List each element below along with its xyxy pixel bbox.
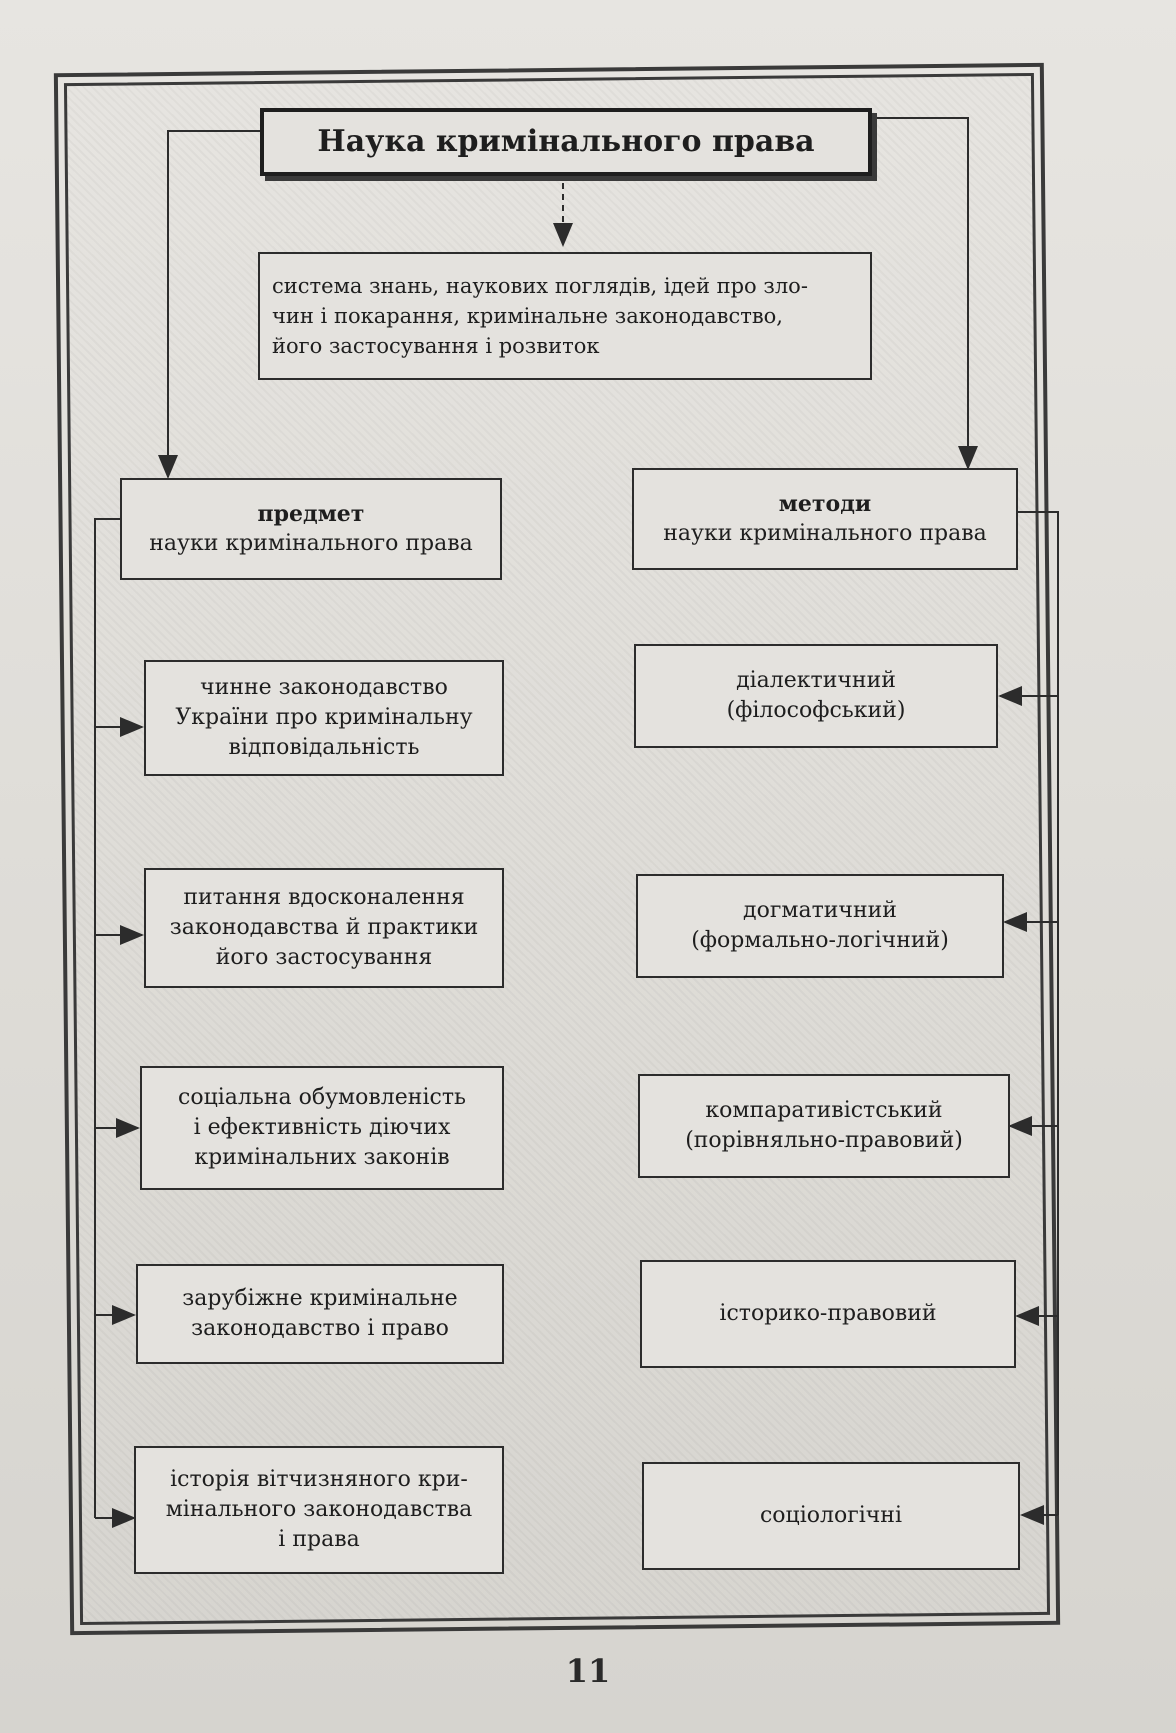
methods-heading-box: методи науки кримінального права: [632, 468, 1018, 570]
subject-item-line: історія вітчизняного кри-: [170, 1467, 468, 1492]
subject-item: чинне законодавство України про кримінал…: [144, 660, 504, 776]
subject-item-line: чинне законодавство: [200, 675, 448, 700]
subject-item-line: законодавство і право: [191, 1316, 449, 1341]
subject-item: історія вітчизняного кри- мінального зак…: [134, 1446, 504, 1574]
subject-item-line: мінального законодавства: [165, 1497, 473, 1522]
methods-heading-word: методи: [778, 491, 872, 517]
subject-heading-sub: науки кримінального права: [149, 531, 473, 556]
method-item-line: (формально-логічний): [691, 928, 949, 953]
definition-box: система знань, наукових поглядів, ідей п…: [258, 252, 872, 380]
page-number: 11: [565, 1652, 611, 1690]
subject-item-line: кримінальних законів: [194, 1145, 450, 1170]
method-item-line: компаративістський: [705, 1098, 943, 1123]
method-item: догматичний (формально-логічний): [636, 874, 1004, 978]
diagram-title-text: Наука кримінального права: [317, 124, 815, 159]
definition-text: система знань, наукових поглядів, ідей п…: [272, 271, 808, 361]
method-item-line: (порівняльно-правовий): [685, 1128, 963, 1153]
subject-item-line: його застосування: [215, 945, 433, 970]
subject-item-line: і права: [278, 1527, 360, 1552]
method-item: історико-правовий: [640, 1260, 1016, 1368]
subject-item-line: зарубіжне кримінальне: [182, 1286, 458, 1311]
diagram-title: Наука кримінального права: [260, 108, 872, 176]
method-item-line: (філософський): [726, 698, 906, 723]
methods-heading-sub: науки кримінального права: [663, 521, 987, 546]
subject-item-line: соціальна обумовленість: [178, 1085, 466, 1110]
subject-item: зарубіжне кримінальне законодавство і пр…: [136, 1264, 504, 1364]
method-item-line: соціологічні: [759, 1503, 903, 1528]
subject-item-line: законодавства й практики: [169, 915, 479, 940]
subject-item: питання вдосконалення законодавства й пр…: [144, 868, 504, 988]
method-item-line: історико-правовий: [719, 1301, 937, 1326]
method-item: діалектичний (філософський): [634, 644, 998, 748]
subject-item-line: України про кримінальну: [175, 705, 473, 730]
subject-item: соціальна обумовленість і ефективність д…: [140, 1066, 504, 1190]
subject-heading-word: предмет: [257, 501, 365, 527]
definition-line: його застосування і розвиток: [272, 334, 600, 358]
subject-heading-box: предмет науки кримінального права: [120, 478, 502, 580]
method-item: компаративістський (порівняльно-правовий…: [638, 1074, 1010, 1178]
subject-item-line: питання вдосконалення: [183, 885, 465, 910]
method-item: соціологічні: [642, 1462, 1020, 1570]
definition-line: чин і покарання, кримінальне законодавст…: [272, 304, 783, 328]
method-item-line: діалектичний: [736, 668, 896, 693]
subject-item-line: і ефективність діючих: [193, 1115, 451, 1140]
method-item-line: догматичний: [743, 898, 897, 923]
definition-line: система знань, наукових поглядів, ідей п…: [272, 274, 808, 298]
subject-item-line: відповідальність: [228, 735, 420, 760]
